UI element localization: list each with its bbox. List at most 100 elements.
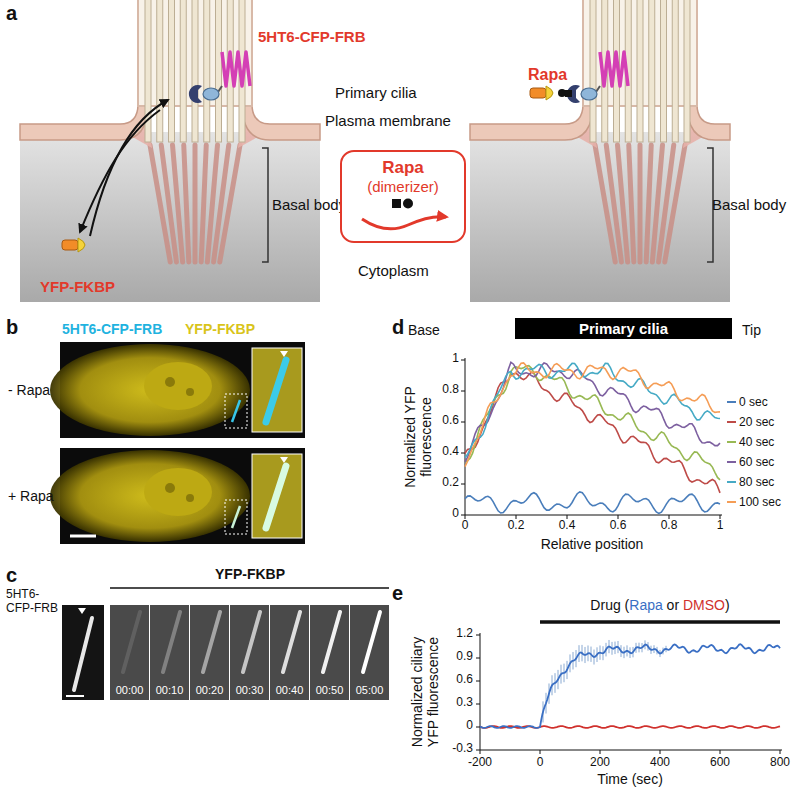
yfp (62, 240, 78, 250)
legend-swatch (727, 421, 736, 423)
panel-letter: d (392, 316, 404, 339)
legend-swatch (727, 501, 736, 503)
5ht6-receptor (222, 52, 250, 86)
axoneme-microtubule (216, 0, 222, 142)
rapamycin (565, 90, 572, 97)
nucleolus (186, 494, 194, 502)
legend-swatch (727, 461, 736, 463)
arrowhead-marker (78, 608, 86, 614)
profile-curve (465, 492, 720, 514)
drug-bar (540, 620, 780, 624)
legend: 0 sec20 sec40 sec60 sec80 sec100 sec (727, 392, 781, 512)
panel-letter: b (6, 316, 18, 339)
cytoplasm (20, 132, 320, 302)
scale-bar (70, 535, 96, 538)
haze (190, 605, 229, 700)
cfp (581, 88, 597, 100)
rapamycin (392, 199, 401, 208)
protein-label: YFP-FKBP (40, 278, 115, 295)
tick-label: 0 (537, 756, 544, 770)
tick-label: -0.3 (452, 742, 473, 756)
tick-label: 0 (452, 507, 459, 521)
part-label: Plasma membrane (325, 112, 451, 129)
micrograph (110, 605, 149, 700)
dimerizer-box: Rapa(dimerizer) (340, 150, 466, 243)
tick (600, 750, 601, 754)
drug-label: ) (725, 597, 730, 613)
fkbp (546, 86, 553, 100)
basal-body-triplet (665, 145, 685, 262)
arrowhead-marker (280, 351, 288, 357)
tick (461, 515, 465, 516)
tick (480, 750, 481, 754)
tick-label: 0.8 (661, 519, 678, 533)
haze (350, 605, 389, 700)
channel-label: 5HT6-CFP-FRB (62, 321, 162, 337)
tick (476, 727, 480, 728)
x-axis (465, 515, 722, 516)
axoneme-microtubule (180, 0, 186, 142)
rapamycin (558, 89, 566, 97)
drug-label: Rapa (629, 597, 662, 613)
basal-body-triplet (184, 145, 189, 262)
tick-label: 0.2 (508, 519, 525, 533)
panel-letter: e (392, 582, 403, 605)
haze (270, 605, 309, 700)
axis-title: Normalized ciliary YFP fluorescence (409, 622, 441, 762)
plasma-membrane (470, 104, 593, 140)
zoom-box (225, 500, 247, 534)
tick-label: 0.6 (442, 414, 459, 428)
axis-title: Time (sec) (597, 771, 663, 787)
cilium (323, 612, 340, 672)
nucleolus (165, 377, 175, 387)
tick-label: 0 (466, 719, 473, 733)
legend-text: 20 sec (739, 415, 774, 429)
tick-label: 0.8 (442, 383, 459, 397)
cilium (243, 612, 260, 672)
legend-text: 100 sec (739, 495, 781, 509)
drug-label: DMSO (683, 597, 725, 613)
legend-row: 80 sec (727, 472, 781, 492)
tick (780, 750, 781, 754)
cilia-bar: Primary cilia (515, 318, 732, 339)
legend-row: 40 sec (727, 432, 781, 452)
micrograph (62, 605, 104, 700)
basal-body-triplet (173, 145, 183, 262)
tick-label: 800 (770, 756, 790, 770)
node-subtext: (dimerizer) (348, 178, 458, 195)
haze (230, 605, 269, 700)
haze (310, 605, 349, 700)
tick-label: 200 (590, 756, 610, 770)
time-stamp: 00:00 (116, 684, 144, 697)
tick (660, 750, 661, 754)
nucleus (144, 468, 212, 516)
axoneme-microtubule (157, 0, 163, 142)
time-stamp: 00:10 (156, 684, 184, 697)
axoneme-microtubule (169, 0, 175, 142)
cytoplasm (470, 132, 730, 302)
axoneme-microtubule (204, 0, 210, 142)
time-stamp: 00:40 (276, 684, 304, 697)
legend-swatch (727, 441, 736, 443)
y-axis (465, 358, 466, 515)
axis-title: Relative position (541, 536, 644, 552)
node-text: Rapa (348, 158, 458, 178)
micrograph (190, 605, 229, 700)
dimerizer-symbol (348, 195, 458, 239)
basal-body-triplet (193, 145, 198, 262)
drug-legend: Drug (Rapa or DMSO) (590, 597, 729, 613)
scale-bar (66, 695, 84, 697)
tick (461, 453, 465, 454)
cilium (203, 612, 220, 672)
time-stamp: 00:30 (236, 684, 264, 697)
frb (189, 85, 202, 103)
nucleolus (186, 388, 194, 396)
condition-label: + Rapa (8, 488, 54, 504)
tick (476, 681, 480, 682)
legend-row: 20 sec (727, 412, 781, 432)
5ht6-receptor (600, 52, 628, 86)
tick (476, 704, 480, 705)
arrow (90, 100, 168, 236)
time-stamp: 00:20 (196, 684, 224, 697)
drug-label: Rapa (528, 66, 567, 84)
